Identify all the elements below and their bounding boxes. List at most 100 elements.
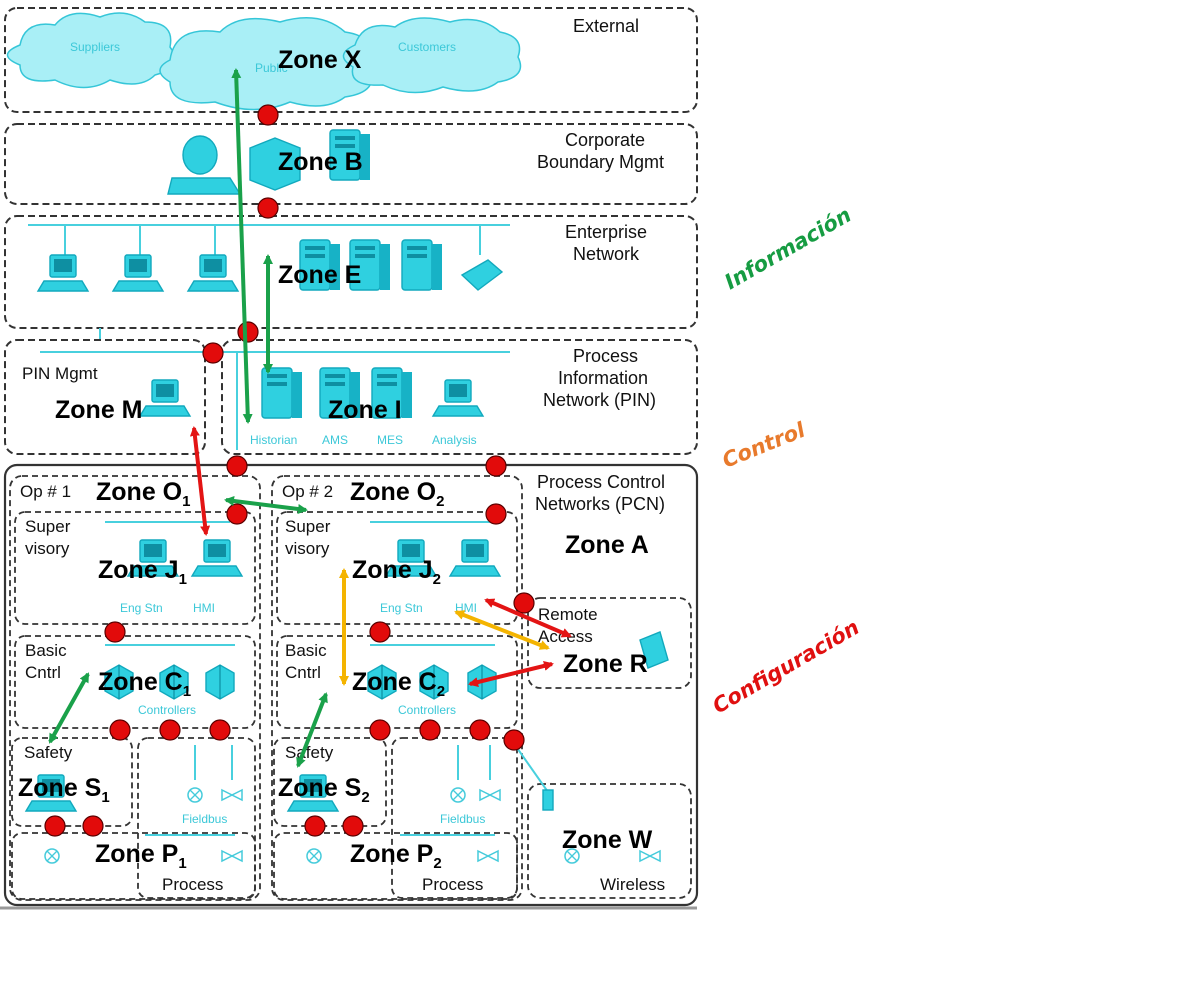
conduit-s1-p1a (44, 815, 66, 837)
fieldbus-1-meter-icon (187, 787, 203, 803)
hmi-2-pc-icon (449, 539, 501, 577)
arrow-j2-r-control (454, 610, 550, 650)
printer-icon (460, 259, 504, 291)
arrow-c2-r-configuracion (468, 661, 554, 687)
zone-p2-label: Zone P2 (350, 840, 442, 872)
conduit-x-b (257, 104, 279, 126)
zone-o1-label: Zone O1 (96, 478, 190, 510)
supervisory-2-box (276, 511, 518, 625)
conduit-j1-c1 (104, 621, 126, 643)
conduit-s2-p2a (304, 815, 326, 837)
suppliers-label: Suppliers (70, 40, 120, 54)
suppliers-cloud: Suppliers (6, 12, 176, 89)
arrow-o1-o2-informacion (224, 496, 308, 514)
controller-1c-icon (205, 664, 235, 700)
conduit-b-e (257, 197, 279, 219)
supervisory-1-box (14, 511, 256, 625)
legend-informacion: Información (721, 203, 856, 295)
remote-laptop-icon (639, 631, 669, 669)
zone-c2-label: Zone C2 (352, 668, 445, 700)
arrow-c1-s1-informacion (48, 672, 90, 744)
op1-label: Op # 1 (20, 482, 71, 501)
conduit-o1-j1 (226, 503, 248, 525)
zone-s2-label: Zone S2 (278, 774, 370, 806)
enterprise-server-3-icon (401, 239, 443, 291)
wireless-label: Wireless (600, 875, 665, 894)
arrow-c2-s2-informacion (296, 692, 328, 768)
zone-c1-label: Zone C1 (98, 668, 191, 700)
zone-s1-label: Zone S1 (18, 774, 110, 806)
zone-a-label: Zone A (565, 531, 649, 559)
conduit-c2-s2 (369, 719, 391, 741)
zone-r-label: Zone R (563, 650, 648, 678)
conduit-o2-j2 (485, 503, 507, 525)
eng-stn-1-label: Eng Stn (120, 601, 163, 615)
safety-2-label: Safety (285, 743, 334, 762)
analysis-label: Analysis (432, 433, 477, 447)
hmi-1-pc-icon (191, 539, 243, 577)
conduit-c2-fb2b (469, 719, 491, 741)
zone-j1-label: Zone J1 (98, 556, 187, 588)
conduits (44, 104, 535, 837)
conduit-j2-c2 (369, 621, 391, 643)
mes-label: MES (377, 433, 403, 447)
zone-p1-label: Zone P1 (95, 840, 187, 872)
pcn-tier-box (3, 463, 699, 907)
fieldbus-2-label: Fieldbus (440, 812, 485, 826)
zone-j2-label: Zone J2 (352, 556, 441, 588)
safety-2-box (273, 737, 387, 827)
process-1-label: Process (162, 875, 223, 894)
process-2-box (273, 832, 518, 900)
flow-arrows (48, 68, 572, 768)
customers-label: Customers (398, 40, 456, 54)
conduit-c1-fb1b (209, 719, 231, 741)
fieldbus-1-valve-icon (221, 789, 243, 801)
external-tier-label: External (573, 16, 639, 36)
legend-configuracion: Configuración (709, 615, 864, 718)
conduit-c1-fb1 (159, 719, 181, 741)
conduit-c1-s1 (109, 719, 131, 741)
fieldbus-2-meter-icon (450, 787, 466, 803)
wireless-antenna-icon (542, 789, 554, 811)
zone-b-label: Zone B (278, 148, 363, 176)
fieldbus-2-box (391, 737, 518, 899)
fieldbus-2-valve-icon (479, 789, 501, 801)
hmi-1-label: HMI (193, 601, 215, 615)
conduit-e-m (202, 342, 224, 364)
process-2-label: Process (422, 875, 483, 894)
safety-1-label: Safety (24, 743, 73, 762)
conduit-e-i (237, 321, 259, 343)
historian-server-icon (261, 367, 303, 419)
fieldbus-1-label: Fieldbus (182, 812, 227, 826)
process-2-meter-icon (306, 848, 322, 864)
arrow-m-j1-configuracion (189, 426, 211, 536)
conduit-s2-p2b (342, 815, 364, 837)
customers-cloud: Customers (342, 17, 522, 94)
eng-stn-2-label: Eng Stn (380, 601, 423, 615)
public-label: Public (255, 61, 288, 75)
globe-icon (167, 135, 242, 195)
arrow-x-i-informacion (231, 68, 253, 424)
op2-label: Op # 2 (282, 482, 333, 501)
ams-label: AMS (322, 433, 348, 447)
controllers-2-label: Controllers (398, 703, 456, 717)
pin-mgmt-label: PIN Mgmt (22, 364, 98, 383)
conduit-i-o1 (226, 455, 248, 477)
zone-w-label: Zone W (562, 826, 653, 854)
process-2-valve-icon (477, 850, 499, 862)
zone-o2-label: Zone O2 (350, 478, 444, 510)
conduit-j2-r (513, 592, 535, 614)
basic-cntrl-1-box (14, 635, 256, 729)
op1-box (9, 475, 261, 901)
process-1-meter-icon (44, 848, 60, 864)
process-1-valve-icon (221, 850, 243, 862)
